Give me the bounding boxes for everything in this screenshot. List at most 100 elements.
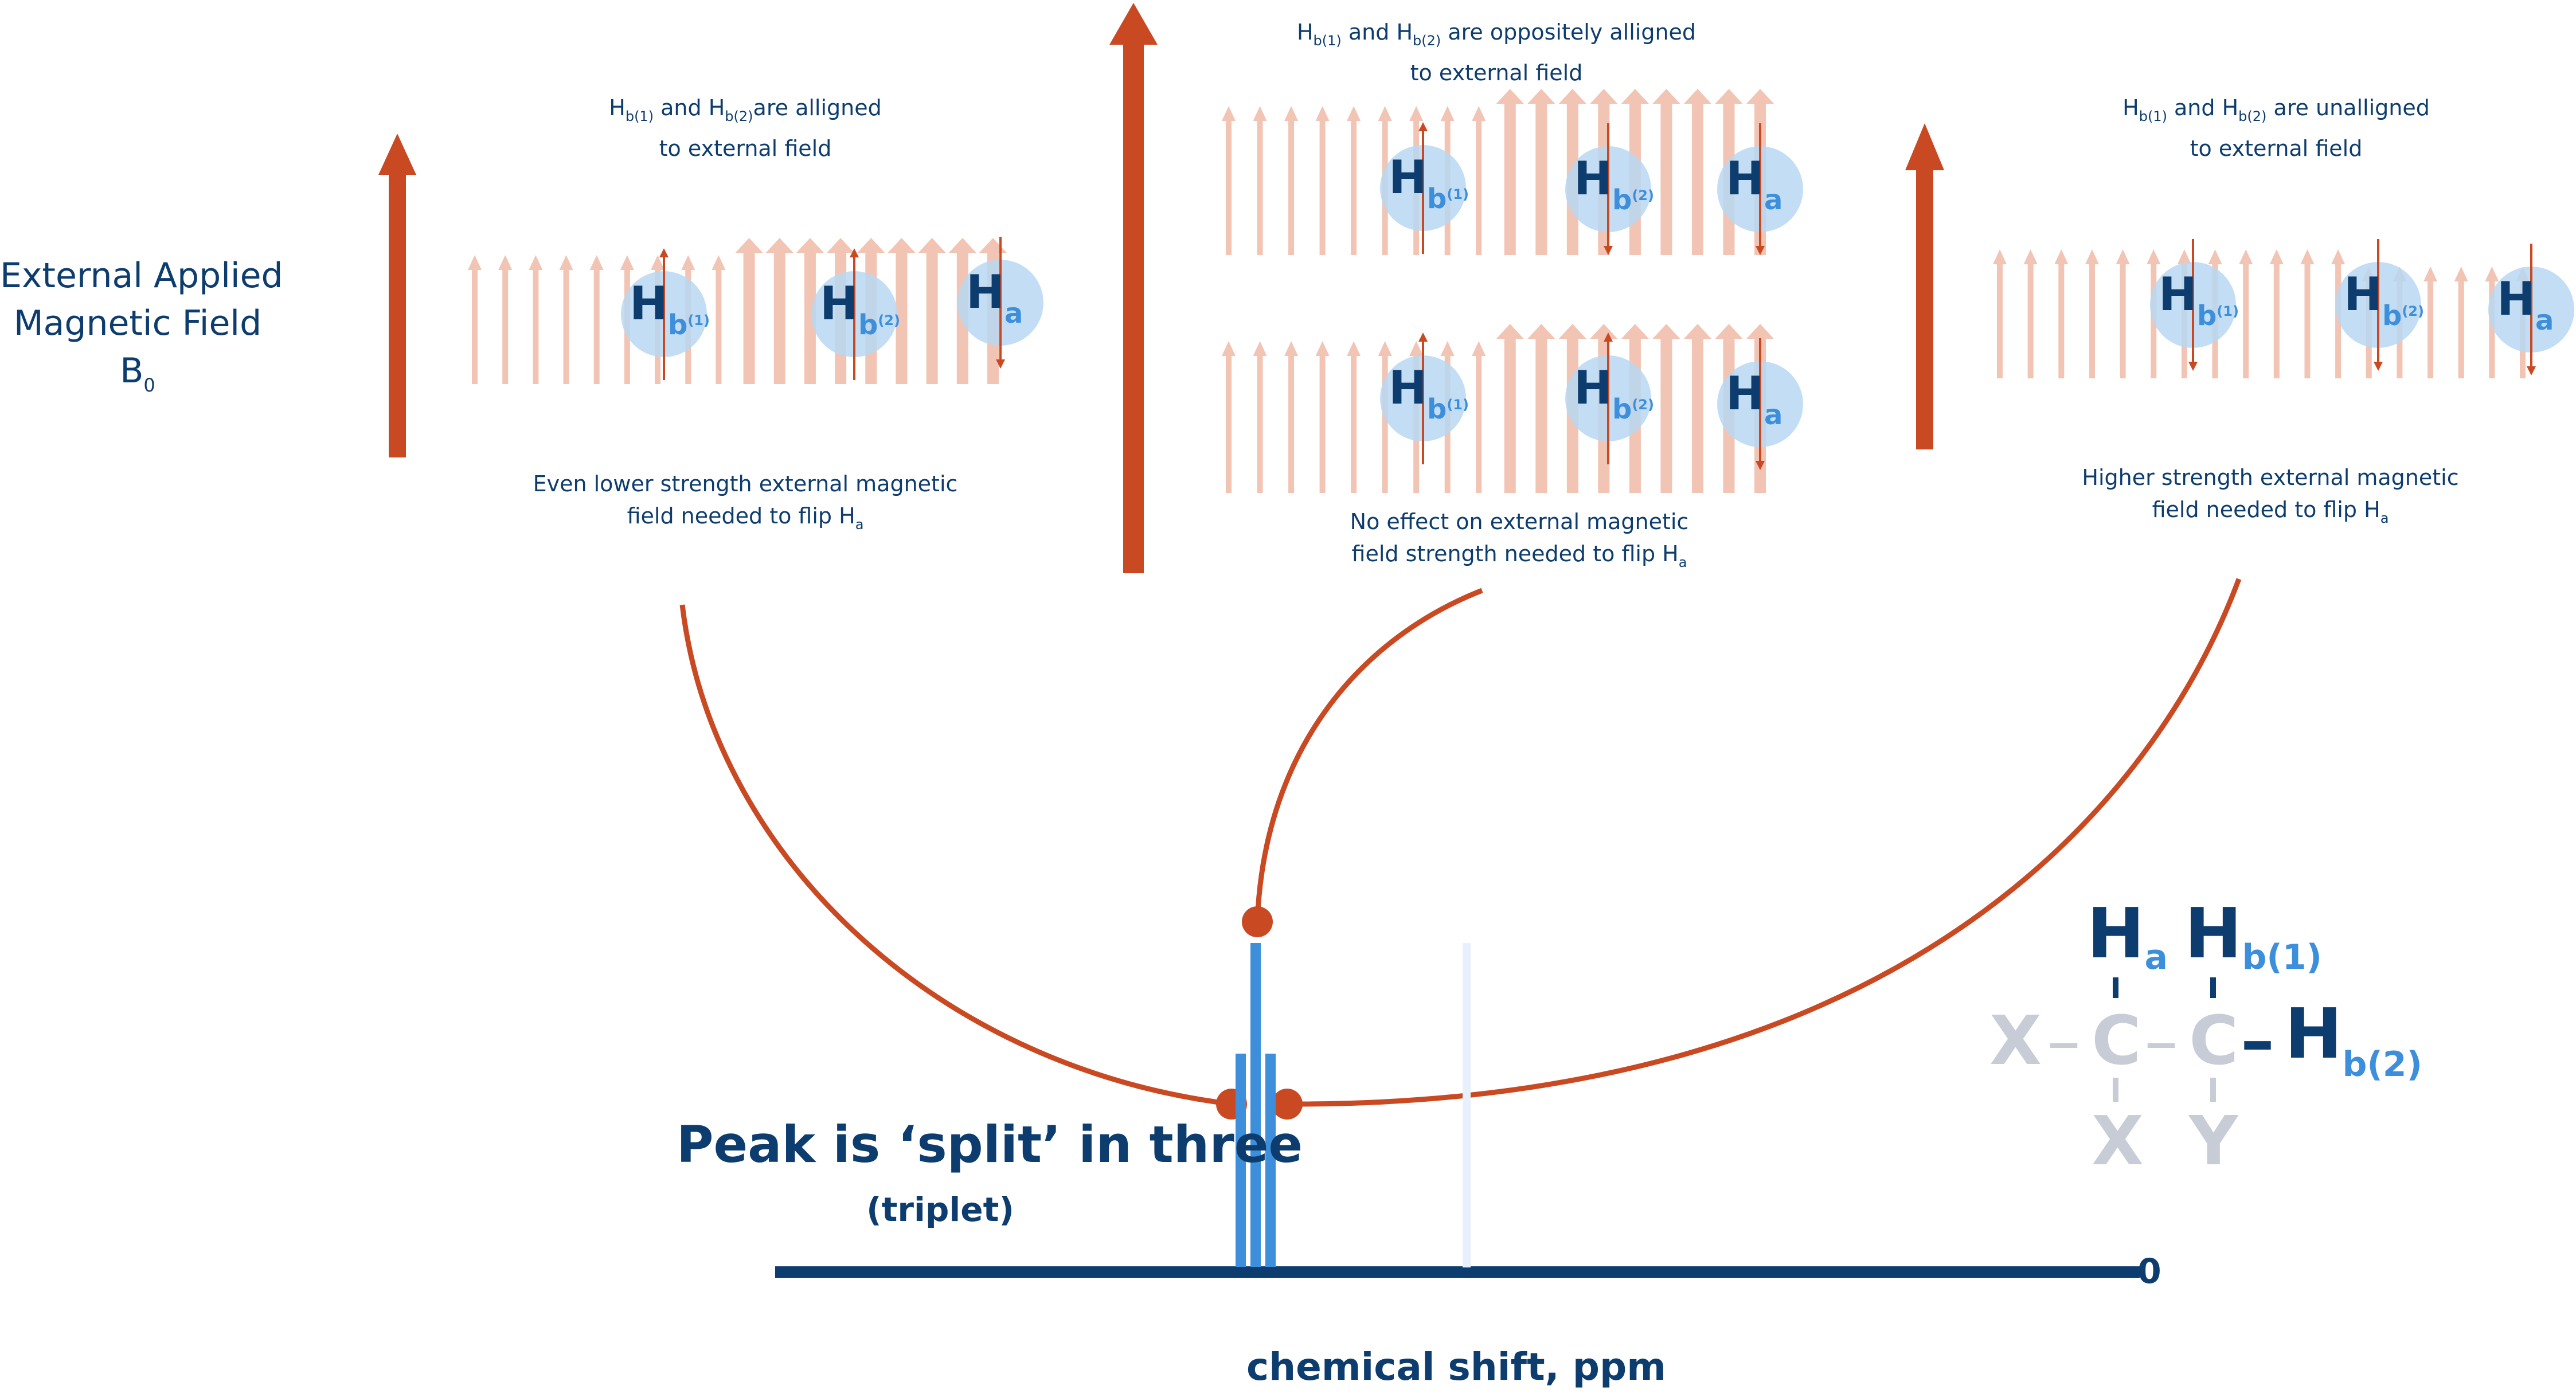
local-field-arrow (1253, 106, 1267, 255)
field-arrow-left (378, 134, 416, 457)
local-field-arrow (1347, 341, 1361, 493)
spin-up-arrow (659, 248, 669, 380)
x-axis-label: chemical shift, ppm (1246, 1345, 1666, 1389)
field-label-line1: External Applied (0, 256, 283, 296)
field-arrow-middle (1109, 3, 1158, 573)
molecule-hb2: Hb(2) (2285, 995, 2422, 1085)
local-field-arrow (1222, 106, 1236, 255)
local-field-arrow (2300, 249, 2315, 378)
local-field-arrow (1284, 106, 1299, 255)
spin-down-arrow (2527, 244, 2536, 375)
atom-label-ha: Ha (1726, 152, 1783, 216)
local-field-arrow (1378, 341, 1392, 493)
atom-label-hb1: Hb(1) (1389, 361, 1469, 425)
local-field-arrow (1347, 106, 1361, 255)
spin-up-arrow (1418, 122, 1428, 254)
local-field-arrow (1472, 106, 1486, 255)
molecule-dash1: – (2047, 1001, 2081, 1080)
local-field-arrow (2331, 249, 2346, 378)
atom-label-hb2: Hb(2) (1574, 361, 1654, 425)
atom-label-hb1: Hb(1) (2159, 268, 2239, 332)
local-field-arrow (498, 255, 513, 384)
atom-label-hb1: Hb(1) (1389, 151, 1469, 215)
spin-arrows (659, 122, 2536, 470)
local-field-arrow (589, 255, 604, 384)
local-field-arrow (796, 238, 824, 384)
local-field-arrow (1652, 89, 1680, 255)
atom-label-hb2: Hb(2) (2344, 268, 2424, 332)
local-field-arrow (888, 238, 916, 384)
middle-top-caption: Hb(1) and Hb(2) are oppositely alligned … (1296, 19, 1697, 85)
spin-down-arrow (1604, 123, 1613, 255)
spectrum-baseline (775, 1266, 2140, 1278)
triplet-peak-center (1250, 943, 1261, 1267)
molecule-y-bottom: Y (2189, 1101, 2238, 1180)
molecule-x-bottom: X (2092, 1101, 2144, 1180)
ghost-peak (1463, 943, 1471, 1267)
local-field-arrow (1683, 89, 1711, 255)
middle-bottom-caption: No effect on external magnetic field str… (1350, 509, 1689, 570)
curve-middle (1242, 588, 1483, 937)
local-field-arrow (2085, 249, 2099, 378)
spectrum-title: Peak is ‘split’ in three (677, 1115, 1303, 1174)
local-field-arrow (1527, 89, 1555, 255)
axis-zero-label: 0 (2137, 1251, 2161, 1292)
local-field-arrow (1253, 341, 1267, 493)
local-field-arrow (2423, 267, 2438, 378)
local-field-arrow (2054, 249, 2069, 378)
molecule-bonds (2113, 977, 2216, 1102)
molecule-hb1: Hb(1) (2184, 894, 2322, 978)
molecule-c1: C (2092, 1001, 2141, 1080)
left-bottom-caption: Even lower strength external magnetic fi… (533, 471, 958, 533)
molecule-dash2: – (2144, 1001, 2178, 1080)
field-symbol: B0 (120, 351, 155, 396)
spin-down-arrow (2374, 239, 2383, 371)
spin-down-arrow (1756, 338, 1765, 470)
local-field-arrow (559, 255, 573, 384)
local-field-arrow (1993, 249, 2007, 378)
field-label-line2: Magnetic Field (13, 303, 262, 343)
local-field-arrow (1315, 341, 1330, 493)
molecule-ha: Ha (2087, 894, 2168, 978)
local-field-arrow (468, 255, 482, 384)
field-arrow-right (1905, 123, 1944, 449)
local-field-arrow (1527, 324, 1555, 493)
right-top-caption: Hb(1) and Hb(2) are unalligned to extern… (2122, 95, 2430, 161)
field-label: External Applied Magnetic Field B0 (0, 252, 283, 409)
local-field-arrow (1652, 324, 1680, 493)
local-field-arrow (1472, 341, 1486, 493)
spectrum (775, 943, 2140, 1278)
atom-label-hb2: Hb(2) (820, 277, 900, 341)
spin-up-arrow (850, 248, 859, 380)
molecule-x-left: X (1989, 1001, 2042, 1080)
local-field-arrow (2454, 267, 2468, 378)
local-field-arrow (2269, 249, 2284, 378)
local-field-arrow (2239, 249, 2253, 378)
local-field-arrow (1222, 341, 1236, 493)
local-field-arrow (1496, 89, 1524, 255)
atom-label-ha: Ha (2497, 272, 2554, 336)
atom-label-ha: Ha (966, 265, 1023, 330)
atom-label-ha: Ha (1726, 367, 1783, 431)
spin-down-arrow (996, 237, 1005, 369)
local-field-arrow (2116, 249, 2130, 378)
left-top-caption: Hb(1) and Hb(2)are alligned to external … (609, 95, 882, 161)
atom-label-hb2: Hb(2) (1574, 152, 1654, 216)
local-field-arrow (2023, 249, 2038, 378)
spin-down-arrow (2188, 239, 2198, 371)
local-field-arrow (712, 255, 726, 384)
local-field-arrow (765, 238, 793, 384)
spin-down-arrow (1756, 123, 1765, 255)
local-field-arrow (1315, 106, 1330, 255)
local-field-arrow (529, 255, 543, 384)
local-field-arrow (735, 238, 763, 384)
local-field-arrow (1683, 324, 1711, 493)
atom-label-hb1: Hb(1) (630, 277, 710, 341)
curve-left (679, 604, 1247, 1120)
local-field-arrow (1496, 324, 1524, 493)
spin-up-arrow (1604, 332, 1613, 464)
right-bottom-caption: Higher strength external magnetic field … (2082, 465, 2459, 526)
local-field-arrow (918, 238, 946, 384)
local-field-arrow (1284, 341, 1299, 493)
